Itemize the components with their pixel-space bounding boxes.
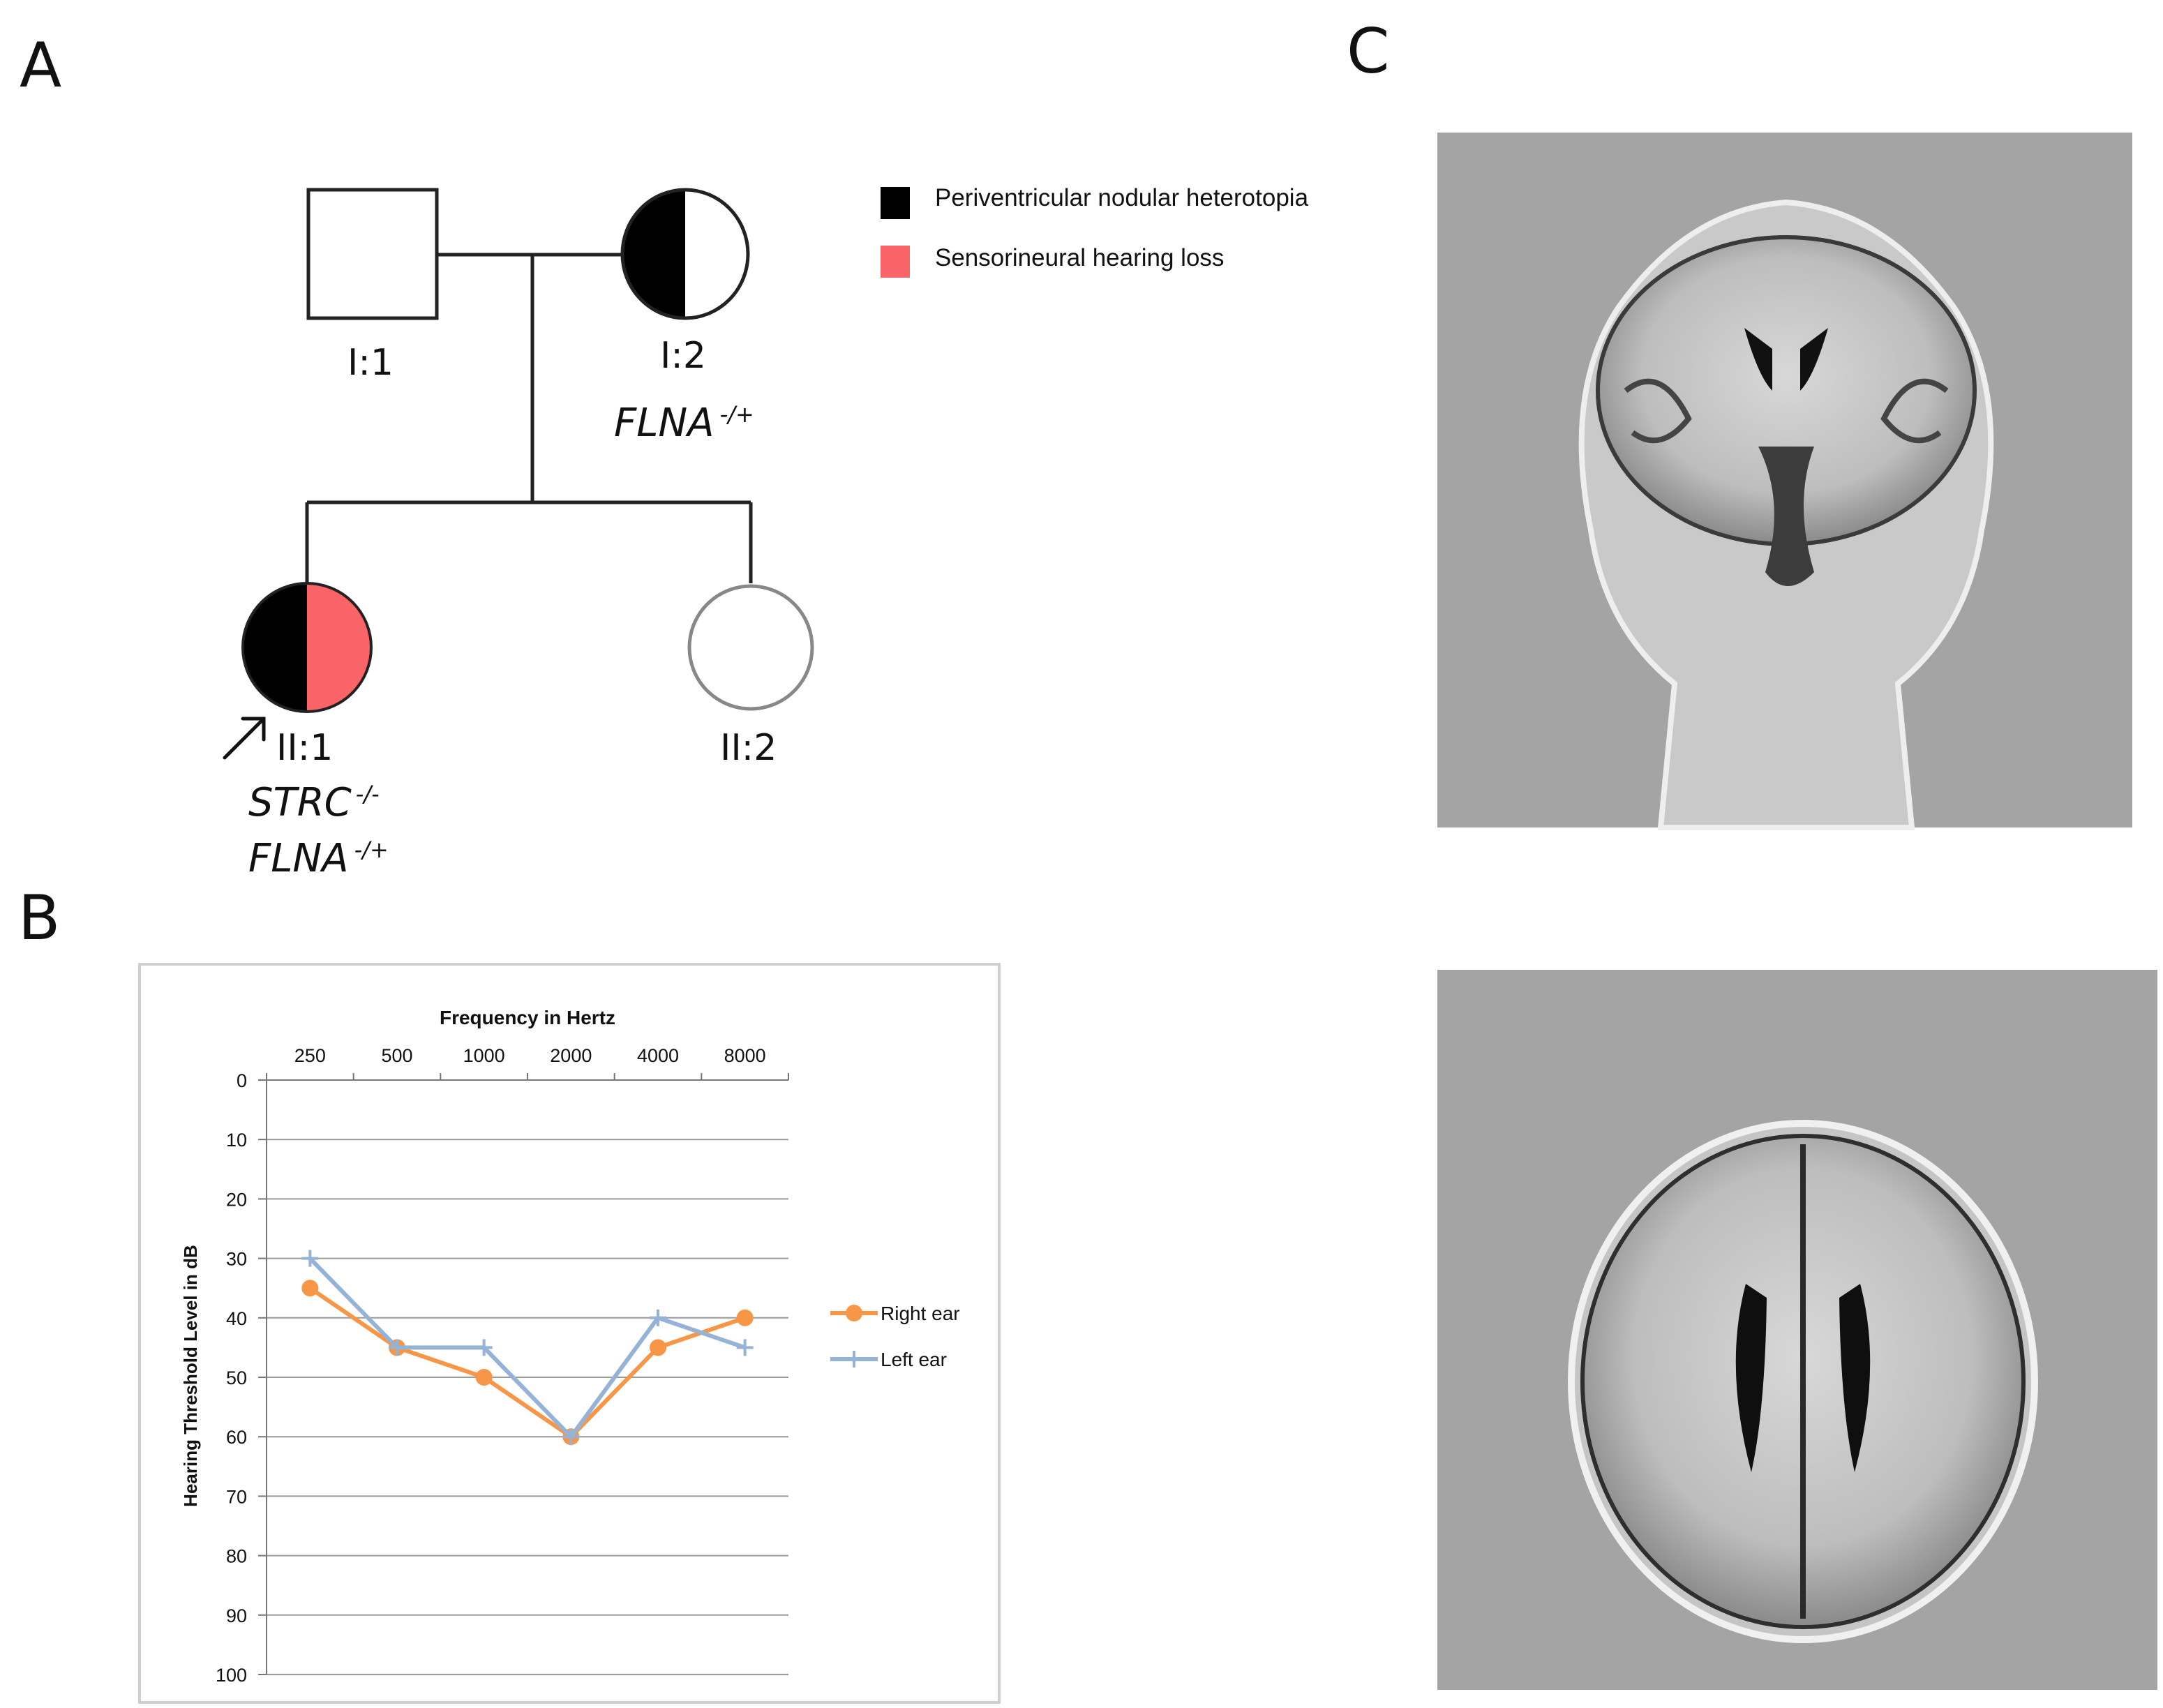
data-point	[650, 1309, 666, 1326]
id-label-ii2: II:2	[720, 727, 777, 769]
y-tick-label: 80	[226, 1546, 247, 1567]
genotype-ii1-flna: FLNA-/+	[248, 836, 389, 881]
legend-label-pnh: Periventricular nodular heterotopia	[935, 184, 1309, 211]
data-point	[301, 1250, 319, 1267]
x-tick-label: 1000	[463, 1045, 505, 1066]
data-point	[736, 1309, 754, 1326]
y-axis-title: Hearing Threshold Level in dB	[180, 1245, 201, 1507]
x-tick-label: 8000	[724, 1045, 766, 1066]
data-point	[736, 1339, 754, 1356]
data-point	[389, 1339, 405, 1356]
id-label-i2: I:2	[660, 335, 706, 377]
x-tick-label: 500	[381, 1045, 412, 1066]
y-axis: 0 10 20 30 40 50 60 70 80 90 100	[216, 1070, 267, 1686]
y-tick-label: 40	[226, 1308, 247, 1329]
genotype-i2: FLNA-/+	[614, 400, 754, 446]
panel-label-a: A	[20, 29, 62, 101]
genotype-ii1-strc: STRC-/-	[248, 780, 380, 825]
x-tick-label: 2000	[550, 1045, 592, 1066]
data-point	[301, 1280, 319, 1297]
id-label-ii1: II:1	[276, 727, 334, 769]
data-point	[650, 1339, 666, 1356]
series-line	[308, 1257, 746, 1439]
chart-series	[301, 1250, 754, 1446]
x-tick-label: 4000	[637, 1045, 679, 1066]
genotype-i2-superscript: -/+	[719, 401, 754, 428]
y-tick-label: 10	[226, 1130, 247, 1151]
proband-arrow-icon	[223, 717, 266, 760]
individual-i1-square	[306, 188, 439, 320]
y-tick-label: 30	[226, 1249, 247, 1270]
y-tick-label: 20	[226, 1189, 247, 1210]
panel-label-b: B	[18, 882, 61, 954]
mri-coronal-image	[1437, 133, 2132, 830]
legend-label: Left ear	[881, 1349, 947, 1370]
legend-marker	[846, 1305, 862, 1321]
individual-ii1-circle	[241, 582, 373, 713]
individual-ii2-circle	[687, 584, 814, 711]
genotype-ii1-flna-superscript: -/+	[354, 837, 389, 864]
chart-grid	[267, 1079, 788, 1675]
y-tick-label: 0	[237, 1070, 247, 1091]
data-point	[475, 1339, 493, 1356]
y-tick-label: 70	[226, 1486, 247, 1507]
data-point	[562, 1428, 580, 1446]
data-point	[389, 1339, 405, 1356]
legend-swatch-pnh	[881, 187, 910, 219]
legend-label: Right ear	[881, 1303, 960, 1324]
id-label-i1: I:1	[347, 342, 394, 384]
chart-frame	[138, 963, 1001, 1704]
genotype-ii1-strc-superscript: -/-	[355, 781, 380, 808]
x-axis: 250 500 1000 2000 4000 8000	[266, 1045, 789, 1081]
y-tick-label: 100	[216, 1665, 247, 1686]
y-tick-label: 60	[226, 1427, 247, 1448]
genotype-ii1-flna-gene: FLNA	[248, 836, 349, 881]
x-axis-title: Frequency in Hertz	[440, 1007, 615, 1028]
legend-swatch-snhl	[881, 246, 910, 278]
data-point	[475, 1369, 493, 1386]
mri-axial-image	[1437, 970, 2157, 1690]
x-tick-label: 250	[294, 1045, 326, 1066]
genotype-i2-gene: FLNA	[614, 400, 714, 446]
data-point	[562, 1428, 580, 1446]
series-line	[308, 1286, 746, 1439]
individual-i2-circle	[620, 188, 750, 320]
legend-label-snhl: Sensorineural hearing loss	[935, 244, 1225, 271]
y-tick-label: 50	[226, 1368, 247, 1388]
genotype-ii1-strc-gene: STRC	[248, 780, 352, 825]
y-tick-label: 90	[226, 1605, 247, 1626]
panel-label-c: C	[1347, 15, 1390, 87]
